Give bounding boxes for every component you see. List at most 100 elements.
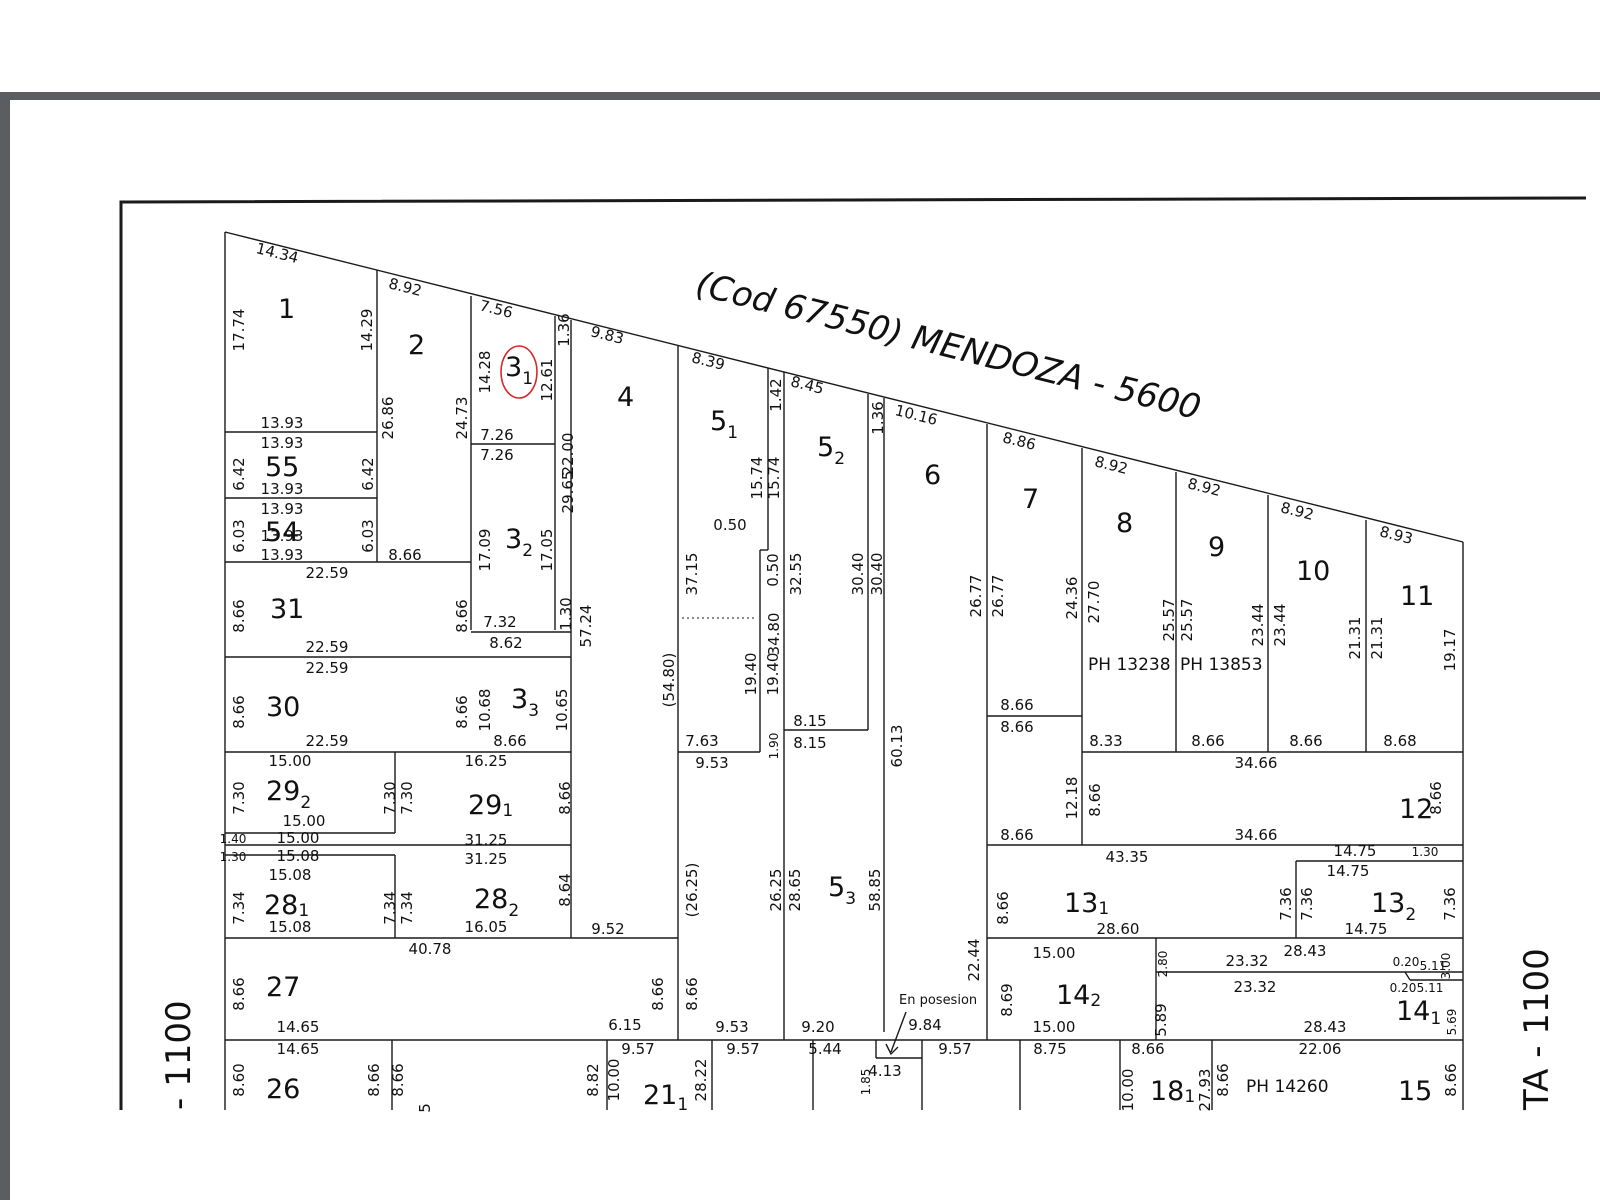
lot-label: 10 <box>1296 556 1330 587</box>
dimension-label: 16.05 <box>465 918 508 936</box>
dimension-label: 0.50 <box>713 516 746 534</box>
dimension-label: 31.25 <box>465 850 508 868</box>
dimension-label: 28.60 <box>1097 920 1140 938</box>
dimension-label: 7.34 <box>230 891 248 924</box>
lot-label: 53 <box>828 872 856 909</box>
lot-label: 282 <box>474 884 519 921</box>
dimension-label: 31.25 <box>465 831 508 849</box>
lot-label: 142 <box>1056 980 1101 1011</box>
dimension-label: 17.09 <box>476 529 494 572</box>
dimension-label: 7.30 <box>230 781 248 814</box>
dimension-label: 8.93 <box>1378 522 1415 548</box>
dimension-label: 8.66 <box>230 695 248 728</box>
dimension-label: 19.17 <box>1441 629 1459 672</box>
dimension-label: 1.36 <box>869 401 887 434</box>
dimension-label: 8.82 <box>584 1063 602 1096</box>
dimension-label: 28.22 <box>692 1059 710 1102</box>
dimension-label: 0.50 <box>764 553 782 586</box>
dimension-label: 14.34 <box>254 239 300 267</box>
dimension-label: (26.25) <box>683 863 701 918</box>
dimension-label: 8.92 <box>1186 474 1223 500</box>
dimension-label: 27.93 <box>1196 1069 1214 1112</box>
dimension-label: 21.31 <box>1368 617 1386 660</box>
dimension-label: 12.18 <box>1063 777 1081 820</box>
dimension-label: 30.40 <box>849 553 867 596</box>
dimension-label: 1.30 <box>220 850 247 864</box>
dimension-label: 16.25 <box>465 752 508 770</box>
lot-label: 8 <box>1116 508 1133 539</box>
dimension-label: 6.42 <box>230 457 248 490</box>
dimension-label: 27.70 <box>1085 581 1103 624</box>
dimension-label: 8.66 <box>1191 732 1224 750</box>
dimension-label: 5.11 <box>1420 959 1447 973</box>
dimension-label: 1.40 <box>220 832 247 846</box>
dimension-label: 8.66 <box>649 977 667 1010</box>
dimension-label: 15.00 <box>283 812 326 830</box>
lot-label: 30 <box>266 692 300 723</box>
dimension-label: 6.03 <box>230 519 248 552</box>
lot-label: 27 <box>266 972 300 1003</box>
dimension-label: 8.66 <box>994 891 1012 924</box>
dimension-label: 8.66 <box>1000 826 1033 844</box>
dimension-label: 28.43 <box>1304 1018 1347 1036</box>
street-label-left: - 1100 <box>159 1000 199 1110</box>
lot-label: 291 <box>468 790 513 821</box>
dimension-label: 10.65 <box>553 689 571 732</box>
dimension-label: 10.00 <box>605 1059 623 1102</box>
lot-label: 31 <box>505 352 533 389</box>
dimension-label: 9.52 <box>591 920 624 938</box>
dimension-label: 8.60 <box>230 1063 248 1096</box>
dimension-label: 15.08 <box>269 918 312 936</box>
dimension-label: 8.86 <box>1001 428 1038 454</box>
dimension-label: 28.65 <box>786 869 804 912</box>
dimension-label: 22.00 <box>559 433 577 476</box>
dimension-label: 8.66 <box>230 599 248 632</box>
lot-label: 32 <box>505 524 533 561</box>
dimension-label: 9.53 <box>715 1018 748 1036</box>
dimension-label: 19.40 <box>742 653 760 696</box>
dimension-label: 7.34 <box>398 891 416 924</box>
dimension-label: 17.74 <box>230 309 248 352</box>
dimension-label: 10.00 <box>1119 1069 1137 1112</box>
dimension-label: 9.57 <box>621 1040 654 1058</box>
viewer-left-border <box>0 92 10 1200</box>
plan-lines <box>119 196 1587 1110</box>
dimension-label: 22.06 <box>1299 1040 1342 1058</box>
lot-label: 4 <box>617 382 634 413</box>
dimension-label: 43.35 <box>1106 848 1149 866</box>
dimension-label: 9.20 <box>801 1018 834 1036</box>
dimension-label: 32.55 <box>787 553 805 596</box>
lot-label: 33 <box>511 684 539 721</box>
dimension-label: 8.39 <box>690 348 727 374</box>
dimension-label: 58.85 <box>866 869 884 912</box>
dimension-label: 7.26 <box>480 426 513 444</box>
dimension-label: 6.42 <box>359 457 377 490</box>
lot-label: 15 <box>1398 1076 1432 1107</box>
dimension-label: 1.36 <box>555 313 573 346</box>
dimension-label: 13.93 <box>261 500 304 518</box>
lot-label: 2 <box>408 330 425 361</box>
dimension-label: 7.36 <box>1298 887 1316 920</box>
dimension-label: 13.93 <box>261 480 304 498</box>
dimension-label: 29.65 <box>559 471 577 514</box>
dimension-label: 8.62 <box>489 634 522 652</box>
dimension-label: 8.66 <box>493 732 526 750</box>
dimension-label: 1.85 <box>859 1069 873 1096</box>
dimension-label: 7.56 <box>478 296 515 322</box>
lot-label: 11 <box>1400 581 1434 612</box>
dimension-label: 40.78 <box>409 940 452 958</box>
possession-note: En posesion <box>899 993 977 1008</box>
dimension-label: 30.40 <box>868 553 886 596</box>
lot-label: 26 <box>266 1074 300 1105</box>
lot-label: 31 <box>270 594 304 625</box>
dimension-label: 8.92 <box>387 274 424 300</box>
dimension-label: 8.66 <box>1000 718 1033 736</box>
dimension-label: 7.30 <box>398 781 416 814</box>
dimension-label: 8.64 <box>556 873 574 906</box>
dimension-label: 9.83 <box>589 322 626 348</box>
dimension-label: 15.00 <box>1033 944 1076 962</box>
selected-lot-marker <box>500 345 538 399</box>
dimension-label: 8.92 <box>1093 452 1130 478</box>
dimension-label: 5.89 <box>1152 1003 1170 1036</box>
dimension-label: 5 <box>416 1103 434 1113</box>
